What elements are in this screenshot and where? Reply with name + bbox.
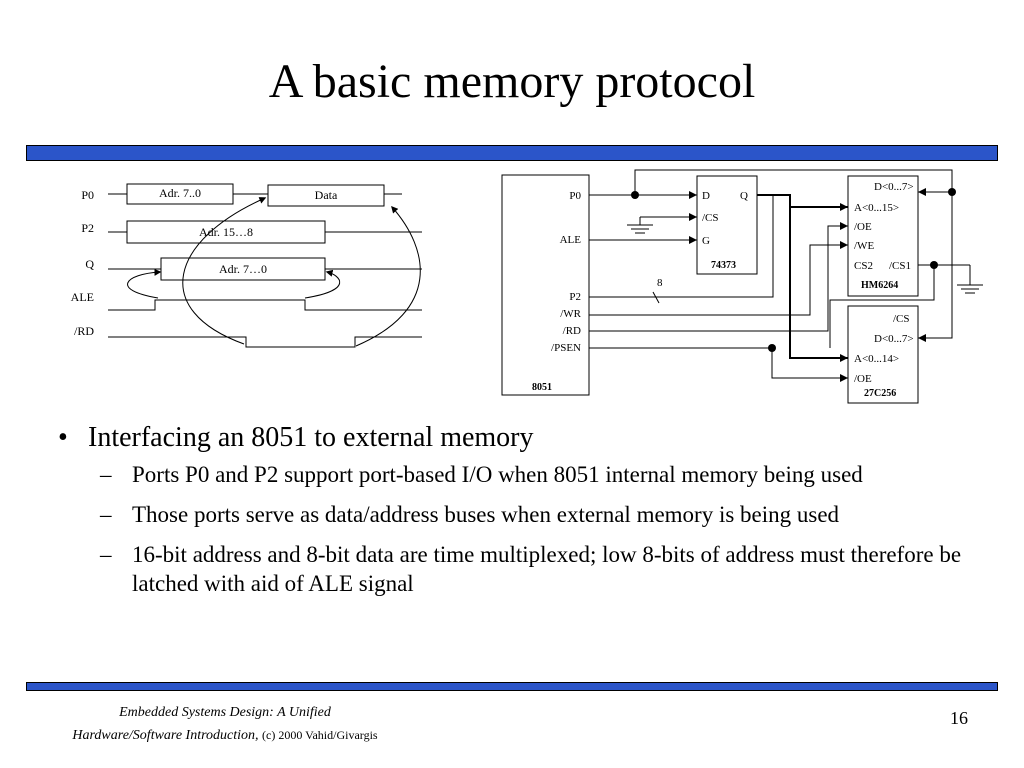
chip-27c256-name: 27C256	[864, 388, 896, 399]
sub-bullet-text: 16-bit address and 8-bit data are time m…	[132, 542, 962, 596]
sub-bullet-text: Those ports serve as data/address buses …	[132, 502, 840, 527]
ale-rise-arrow	[127, 268, 162, 299]
pin-rom-d: D<0...7>	[874, 333, 914, 345]
chip-27c256	[847, 305, 919, 404]
sub-bullet-item: – Those ports serve as data/address buse…	[46, 500, 976, 529]
footer-book-line1: Embedded Systems Design: A Unified	[119, 705, 331, 720]
pin-8051-p2: P2	[569, 291, 581, 303]
pin-rom-a: A<0...14>	[854, 353, 899, 365]
rd-waveform	[108, 336, 422, 348]
p0-address-label: Adr. 7..0	[159, 186, 201, 200]
pin-8051-ale: ALE	[560, 234, 582, 246]
rd-to-data-arrow-left	[182, 197, 267, 345]
chip-8051-name: 8051	[532, 382, 552, 393]
bus-width-label: 8	[657, 277, 663, 289]
sub-bullet-dash: –	[100, 462, 112, 487]
bullet-item: • Interfacing an 8051 to external memory	[46, 420, 976, 456]
pin-rom-oe: /OE	[854, 373, 872, 385]
timing-label-p0: P0	[81, 188, 94, 202]
pin-latch-q: Q	[740, 190, 748, 202]
pin-8051-wr: /WR	[560, 308, 581, 320]
pin-ram-we: /WE	[854, 240, 874, 252]
footer-copyright: (c) 2000 Vahid/Givargis	[262, 728, 378, 742]
chip-74373	[696, 175, 758, 275]
timing-label-ale: ALE	[71, 290, 94, 304]
slide-title: A basic memory protocol	[268, 55, 756, 108]
sub-bullet-item: – 16-bit address and 8-bit data are time…	[46, 540, 976, 598]
chip-8051	[501, 174, 590, 396]
pin-8051-psen: /PSEN	[551, 342, 581, 354]
p0-data-label: Data	[315, 188, 338, 202]
bullet-list: • Interfacing an 8051 to external memory…	[46, 420, 976, 609]
sub-bullet-dash: –	[100, 542, 112, 567]
footer-citation: Embedded Systems Design: A Unified Hardw…	[30, 702, 420, 747]
pin-latch-cs: /CS	[702, 212, 719, 224]
top-rule	[26, 145, 998, 161]
pin-8051-rd: /RD	[563, 325, 581, 337]
pin-8051-p0: P0	[569, 190, 581, 202]
pin-latch-d: D	[702, 190, 710, 202]
footer-book-line2: Hardware/Software Introduction,	[72, 728, 259, 743]
sub-bullet-list: – Ports P0 and P2 support port-based I/O…	[46, 460, 976, 598]
bullet-dot: •	[58, 422, 68, 453]
bullet-text: Interfacing an 8051 to external memory	[88, 422, 534, 453]
bottom-rule	[26, 682, 998, 691]
pin-ram-cs2: CS2	[854, 260, 873, 272]
q-address-label: Adr. 7…0	[219, 262, 267, 276]
pin-latch-g: G	[702, 235, 710, 247]
chip-hm6264-name: HM6264	[861, 280, 898, 291]
rd-to-data-arrow-right	[355, 205, 421, 347]
sub-bullet-text: Ports P0 and P2 support port-based I/O w…	[132, 462, 863, 487]
pin-ram-d: D<0...7>	[874, 181, 914, 193]
sub-bullet-dash: –	[100, 502, 112, 527]
sub-bullet-item: – Ports P0 and P2 support port-based I/O…	[46, 460, 976, 489]
chip-74373-name: 74373	[711, 260, 736, 271]
page-number: 16	[950, 708, 968, 728]
ale-waveform	[108, 299, 422, 311]
p2-address-label: Adr. 15…8	[199, 225, 253, 239]
pin-rom-cs: /CS	[893, 313, 910, 325]
ale-fall-arrow	[304, 269, 341, 299]
pin-ram-oe: /OE	[854, 221, 872, 233]
pin-ram-a: A<0...15>	[854, 202, 899, 214]
p0-data-segment	[267, 184, 385, 207]
timing-label-q: Q	[85, 257, 94, 271]
timing-label-rd: /RD	[74, 324, 94, 338]
pin-ram-cs1: /CS1	[889, 260, 911, 272]
timing-label-p2: P2	[81, 221, 94, 235]
chip-hm6264	[847, 175, 919, 297]
